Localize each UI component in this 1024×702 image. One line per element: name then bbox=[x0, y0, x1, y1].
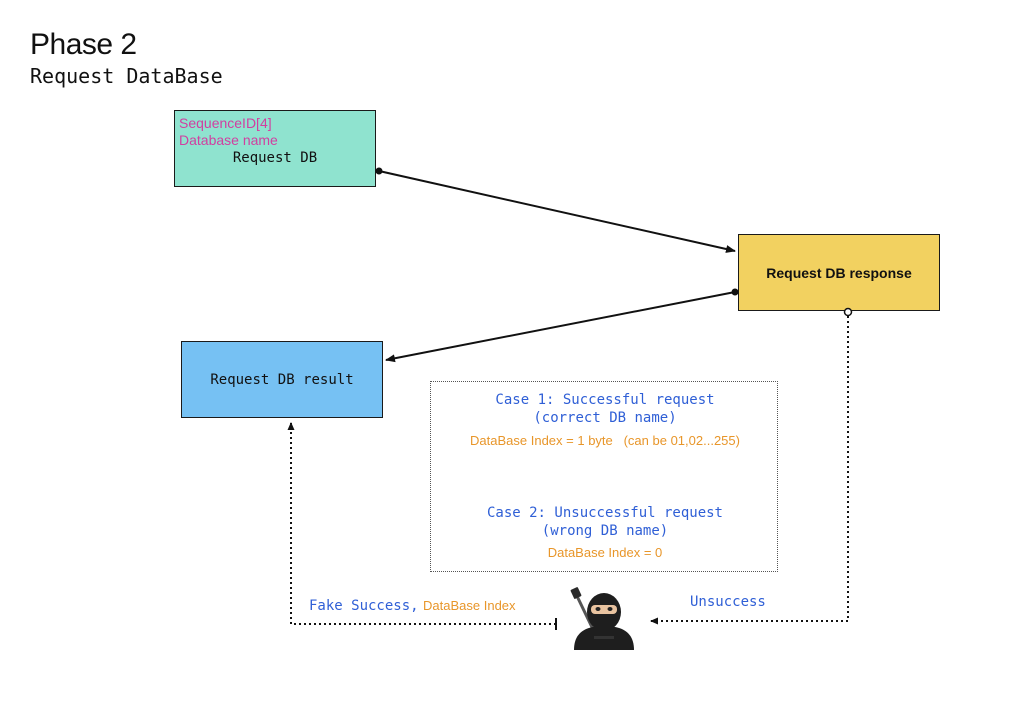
request-connector-dot bbox=[375, 167, 383, 175]
request-db-label: Request DB bbox=[232, 150, 318, 166]
fake-success-label: Fake Success, bbox=[309, 598, 419, 614]
request-db-result-box: Request DB result bbox=[181, 341, 383, 418]
response-open-dot bbox=[843, 307, 853, 317]
request-db-response-box: Request DB response bbox=[738, 234, 940, 311]
database-name-field: Database name bbox=[179, 132, 278, 148]
case2-subtitle: (wrong DB name) bbox=[541, 523, 669, 539]
arrow-request-to-response bbox=[378, 170, 736, 253]
arrow-response-to-attacker bbox=[650, 316, 849, 625]
fake-success-label-group: Fake Success, DataBase Index bbox=[309, 597, 516, 615]
unsuccess-label: Unsuccess bbox=[690, 594, 766, 610]
fake-database-index-label: DataBase Index bbox=[423, 598, 516, 613]
request-db-box: SequenceID[4] Database name Request DB bbox=[174, 110, 376, 187]
arrow-response-to-result bbox=[385, 291, 736, 363]
ninja-icon bbox=[570, 587, 634, 650]
request-db-response-label: Request DB response bbox=[766, 264, 912, 281]
sequence-id-field: SequenceID[4] bbox=[179, 115, 272, 131]
request-db-result-label: Request DB result bbox=[210, 371, 354, 388]
case2-title: Case 2: Unsuccessful request bbox=[486, 505, 723, 521]
case1-note: DataBase Index = 1 byte (can be 01,02...… bbox=[470, 433, 740, 448]
case1-subtitle: (correct DB name) bbox=[533, 410, 677, 426]
cases-box: Case 1: Successful request (correct DB n… bbox=[430, 381, 778, 572]
case1-title: Case 1: Successful request bbox=[495, 392, 715, 408]
case2-note: DataBase Index = 0 bbox=[547, 545, 663, 560]
arrow-attacker-to-result bbox=[287, 422, 556, 625]
response-connector-dot bbox=[731, 288, 739, 296]
page-subtitle: Request DataBase bbox=[30, 64, 223, 88]
page-title: Phase 2 bbox=[30, 28, 137, 61]
